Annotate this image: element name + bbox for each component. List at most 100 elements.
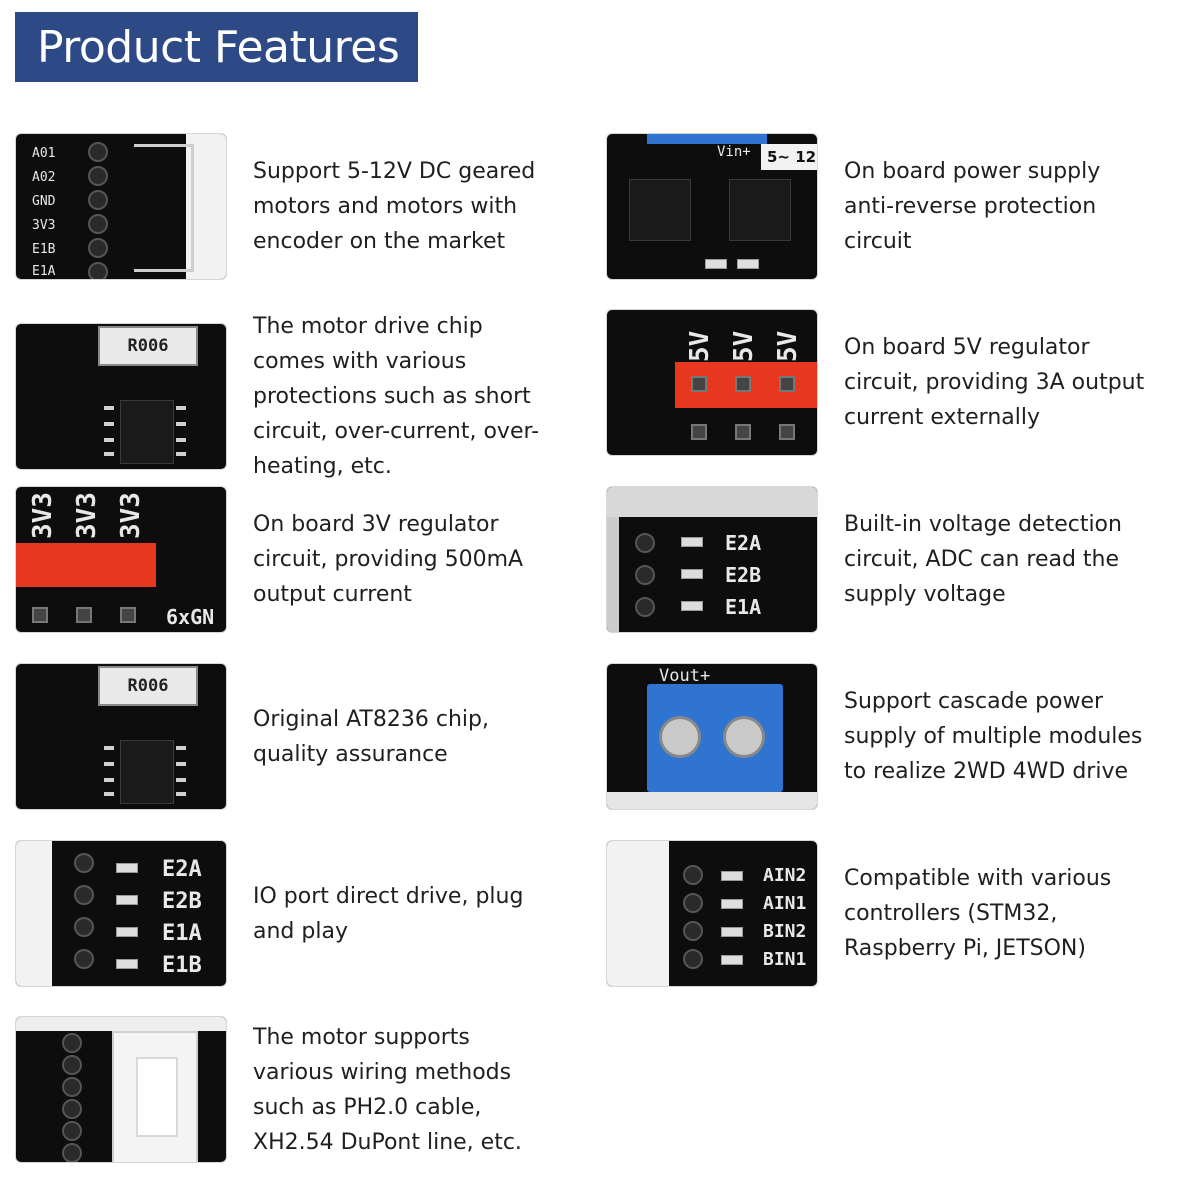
screw-icon: [723, 716, 765, 758]
chip-leg: [104, 438, 114, 442]
feature-text: Compatible with various controllers (STM…: [844, 866, 1112, 961]
white-background: [607, 841, 669, 986]
pin-icon: [74, 917, 94, 937]
pin-icon: [88, 214, 108, 234]
silk-label: E1A: [32, 264, 56, 279]
silk-label: E2B: [725, 563, 762, 587]
chip-leg: [104, 422, 114, 426]
feature-card: Vout+ Support cascade power supply of mu…: [606, 663, 1154, 810]
feature-card: A01 A02 GND 3V3 E1B E1A Support 5-12V DC…: [15, 133, 553, 280]
chip-leg: [176, 406, 186, 410]
chip-leg: [104, 406, 114, 410]
chip: [120, 400, 174, 464]
chip-leg: [176, 438, 186, 442]
feature-image-wiring-connector: [15, 1016, 227, 1163]
pin-icon: [74, 949, 94, 969]
feature-text: Support cascade power supply of multiple…: [844, 689, 1143, 784]
silk-label: BIN1: [763, 949, 807, 970]
smd-component: [681, 601, 703, 611]
chip-leg: [104, 792, 114, 796]
smd-component: [116, 927, 138, 937]
silk-label: E2B: [162, 889, 202, 914]
red-header: [16, 543, 156, 587]
feature-image-motor-header: A01 A02 GND 3V3 E1B E1A: [15, 133, 227, 280]
silk-label: 3V3: [28, 492, 58, 539]
pin-icon: [779, 376, 795, 392]
silk-label: 3V3: [116, 492, 146, 539]
white-background: [607, 517, 619, 632]
pin-icon: [683, 865, 703, 885]
page-title: Product Features: [37, 21, 400, 73]
feature-text: The motor drive chip comes with various …: [253, 314, 540, 479]
ph2-connector: [112, 1031, 198, 1162]
silk-label: Vin+: [717, 144, 751, 160]
smd-component: [721, 927, 743, 937]
chip-leg: [176, 422, 186, 426]
chip-leg: [176, 452, 186, 456]
pin-icon: [74, 853, 94, 873]
resistor: R006: [98, 666, 198, 706]
pin-icon: [88, 190, 108, 210]
pin-icon: [88, 262, 108, 279]
pin-icon: [635, 565, 655, 585]
pin-icon: [683, 893, 703, 913]
feature-text: Support 5-12V DC geared motors and motor…: [253, 159, 536, 254]
feature-image-at8236-chip: R006: [15, 663, 227, 810]
feature-card: R006 The motor drive chip comes with var…: [15, 309, 553, 484]
silk-label: 6xGN: [166, 605, 215, 629]
pin-icon: [62, 1077, 82, 1097]
feature-image-cascade-terminal: Vout+: [606, 663, 818, 810]
silk-label: Vout+: [659, 666, 711, 686]
pin-icon: [635, 597, 655, 617]
silk-label: AIN1: [763, 893, 807, 914]
chip-leg: [104, 762, 114, 766]
connector-outline: [134, 144, 194, 272]
feature-text: IO port direct drive, plug and play: [253, 883, 524, 944]
white-background: [16, 1017, 226, 1031]
title-banner: Product Features: [15, 12, 418, 82]
pin-icon: [76, 607, 92, 623]
pin-icon: [32, 607, 48, 623]
silk-label: 5V: [773, 330, 803, 362]
chip: [629, 179, 691, 241]
pin-icon: [683, 949, 703, 969]
white-background: [607, 792, 817, 809]
feature-text: The motor supports various wiring method…: [253, 1024, 522, 1155]
pin-icon: [88, 166, 108, 186]
pin-icon: [735, 376, 751, 392]
pin-icon: [88, 238, 108, 258]
smd-component: [116, 863, 138, 873]
pin-icon: [62, 1033, 82, 1053]
smd-component: [721, 955, 743, 965]
voltage-label: 5~ 12: [761, 144, 817, 170]
feature-image-io-port: E2A E2B E1A E1B: [15, 840, 227, 987]
white-background: [607, 487, 817, 517]
silk-label: AIN2: [763, 865, 807, 886]
chip: [729, 179, 791, 241]
chip-leg: [176, 762, 186, 766]
silk-label: E1A: [162, 921, 202, 946]
silk-label: A02: [32, 170, 56, 185]
chip-leg: [176, 746, 186, 750]
chip: [120, 740, 174, 804]
chip-leg: [176, 778, 186, 782]
smd-component: [681, 569, 703, 579]
feature-card: AIN2 AIN1 BIN2 BIN1 Compatible with vari…: [606, 840, 1154, 987]
feature-image-5v-header: 5V 5V 5V: [606, 309, 818, 456]
smd-component: [721, 871, 743, 881]
pin-icon: [62, 1055, 82, 1075]
screw-icon: [659, 716, 701, 758]
pin-icon: [779, 424, 795, 440]
silk-label: 3V3: [32, 218, 56, 233]
feature-card: E2A E2B E1A Built-in voltage detection c…: [606, 486, 1154, 633]
smd-component: [116, 959, 138, 969]
pin-icon: [88, 142, 108, 162]
silk-label: 5V: [729, 330, 759, 362]
feature-card: Vin+ 5~ 12 On board power supply anti-re…: [606, 133, 1154, 280]
smd-component: [705, 259, 727, 269]
chip-leg: [176, 792, 186, 796]
pin-icon: [635, 533, 655, 553]
feature-text: On board 3V regulator circuit, providing…: [253, 512, 524, 607]
silk-label: E1B: [32, 242, 56, 257]
pin-icon: [735, 424, 751, 440]
